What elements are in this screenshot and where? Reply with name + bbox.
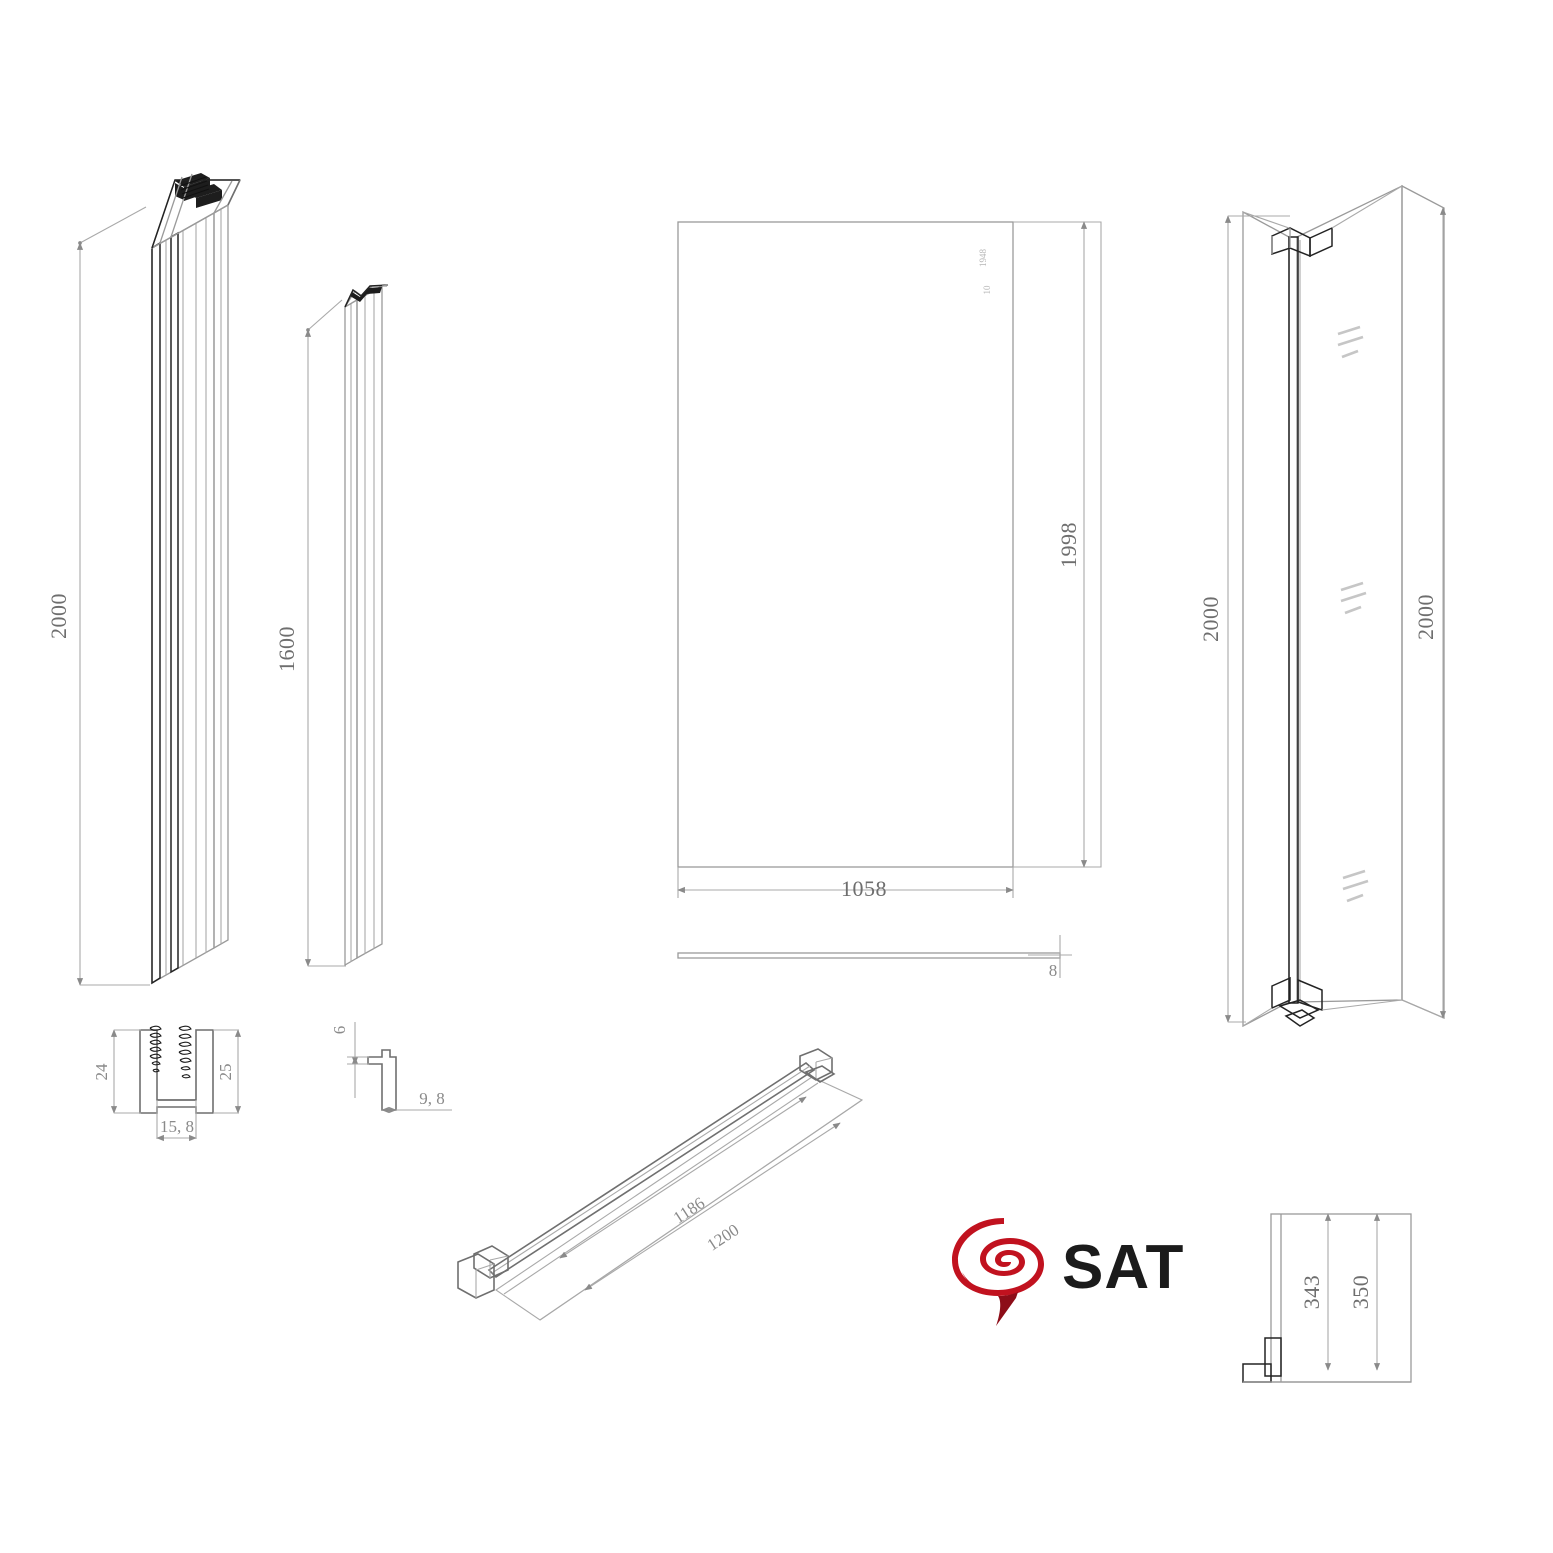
note-glass-edge-2: 10: [982, 285, 992, 295]
support-bar-dimensions: 1186 1200: [559, 1096, 841, 1291]
dim-wall-section-left-height: 24: [92, 1063, 111, 1081]
dim-assembly-right-height: 2000: [1413, 594, 1438, 640]
glass-panel-edge-view: 8: [677, 935, 1072, 980]
dim-assembly-left-height: 2000: [1198, 596, 1223, 642]
wall-profile-top-cap: [150, 173, 242, 250]
glass-panel-height-dimension: 1998: [1056, 221, 1088, 868]
section-glass-profile: 6 9, 8: [330, 1022, 452, 1114]
sat-logo-registered: .: [1163, 1273, 1168, 1292]
wall-profile-section-outline: [139, 1025, 214, 1114]
assembly-left-glass: [1242, 210, 1290, 1028]
view-assembly-isometric: 2000 2000: [1198, 184, 1447, 1028]
dim-glass-panel-width: 1058: [841, 876, 887, 901]
glass-panel-face: [677, 221, 1014, 868]
support-bar-clamp-top: [799, 1048, 836, 1083]
view-side-panel-detail: 343 350: [1242, 1213, 1412, 1383]
dim-glass-section-height: 6: [330, 1026, 349, 1035]
view-wall-profile: 2000: [46, 173, 242, 986]
side-panel-detail-foot: [1242, 1337, 1411, 1383]
sat-logo-mark: [952, 1218, 1044, 1326]
wall-profile-height-dimension: 2000: [46, 206, 150, 986]
assembly-bottom-bracket: [1271, 976, 1323, 1027]
sat-logo: SAT .: [952, 1218, 1184, 1326]
sat-logo-text: SAT: [1062, 1233, 1184, 1302]
glass-panel-width-dimension: 1058: [677, 876, 1014, 901]
view-glass-panel: 1948 10 1998 1058 8: [677, 221, 1102, 980]
wall-profile-section-width-dim: 15, 8: [156, 1100, 197, 1142]
assembly-left-height-dimension: 2000: [1198, 215, 1290, 1023]
glass-u-profile-body: [344, 284, 389, 967]
side-panel-detail-body: [1270, 1213, 1412, 1383]
view-glass-u-profile: 1600: [274, 284, 389, 967]
dim-wall-section-right-height: 25: [216, 1064, 235, 1081]
wall-profile-section-left-dim: 24: [92, 1029, 141, 1114]
dim-glass-panel-height: 1998: [1056, 522, 1081, 568]
assembly-glass-reflections: [1337, 325, 1369, 903]
section-wall-profile: 24 25 15, 8: [92, 1025, 242, 1142]
dim-wall-section-width: 15, 8: [160, 1117, 194, 1136]
glass-u-profile-height-dimension: 1600: [274, 299, 346, 967]
assembly-corner-post: [1288, 236, 1299, 1004]
wall-profile-body: [150, 173, 242, 985]
assembly-right-height-dimension: 2000: [1413, 207, 1447, 1019]
note-glass-edge-1: 1948: [978, 249, 988, 268]
view-support-bar: 1186 1200: [457, 1048, 864, 1321]
support-bar-clamp-bottom: [457, 1245, 509, 1299]
glass-profile-section-outline: [367, 1049, 397, 1111]
dim-glass-panel-thickness: 8: [1049, 961, 1058, 980]
dim-support-bar-overall: 1200: [704, 1220, 743, 1254]
assembly-top-bracket: [1271, 226, 1333, 258]
glass-u-profile-top-cap: [344, 284, 389, 308]
glass-profile-section-width-dim: 9, 8: [381, 1089, 452, 1114]
side-panel-inner-dimension: 343: [1299, 1213, 1332, 1371]
wall-profile-section-right-dim: 25: [213, 1029, 242, 1114]
dim-wall-profile-height: 2000: [46, 593, 71, 639]
dim-glass-u-profile-height: 1600: [274, 626, 299, 672]
support-bar-glass-plate: [495, 1076, 864, 1321]
glass-profile-section-height-dim: 6: [330, 1022, 369, 1098]
support-bar-rod: [487, 1061, 816, 1279]
dim-glass-section-width: 9, 8: [419, 1089, 445, 1108]
assembly-right-glass: [1296, 184, 1403, 1003]
dim-side-panel-inner: 343: [1299, 1275, 1324, 1310]
dim-side-panel-outer: 350: [1348, 1275, 1373, 1310]
side-panel-outer-dimension: 350: [1348, 1213, 1381, 1371]
